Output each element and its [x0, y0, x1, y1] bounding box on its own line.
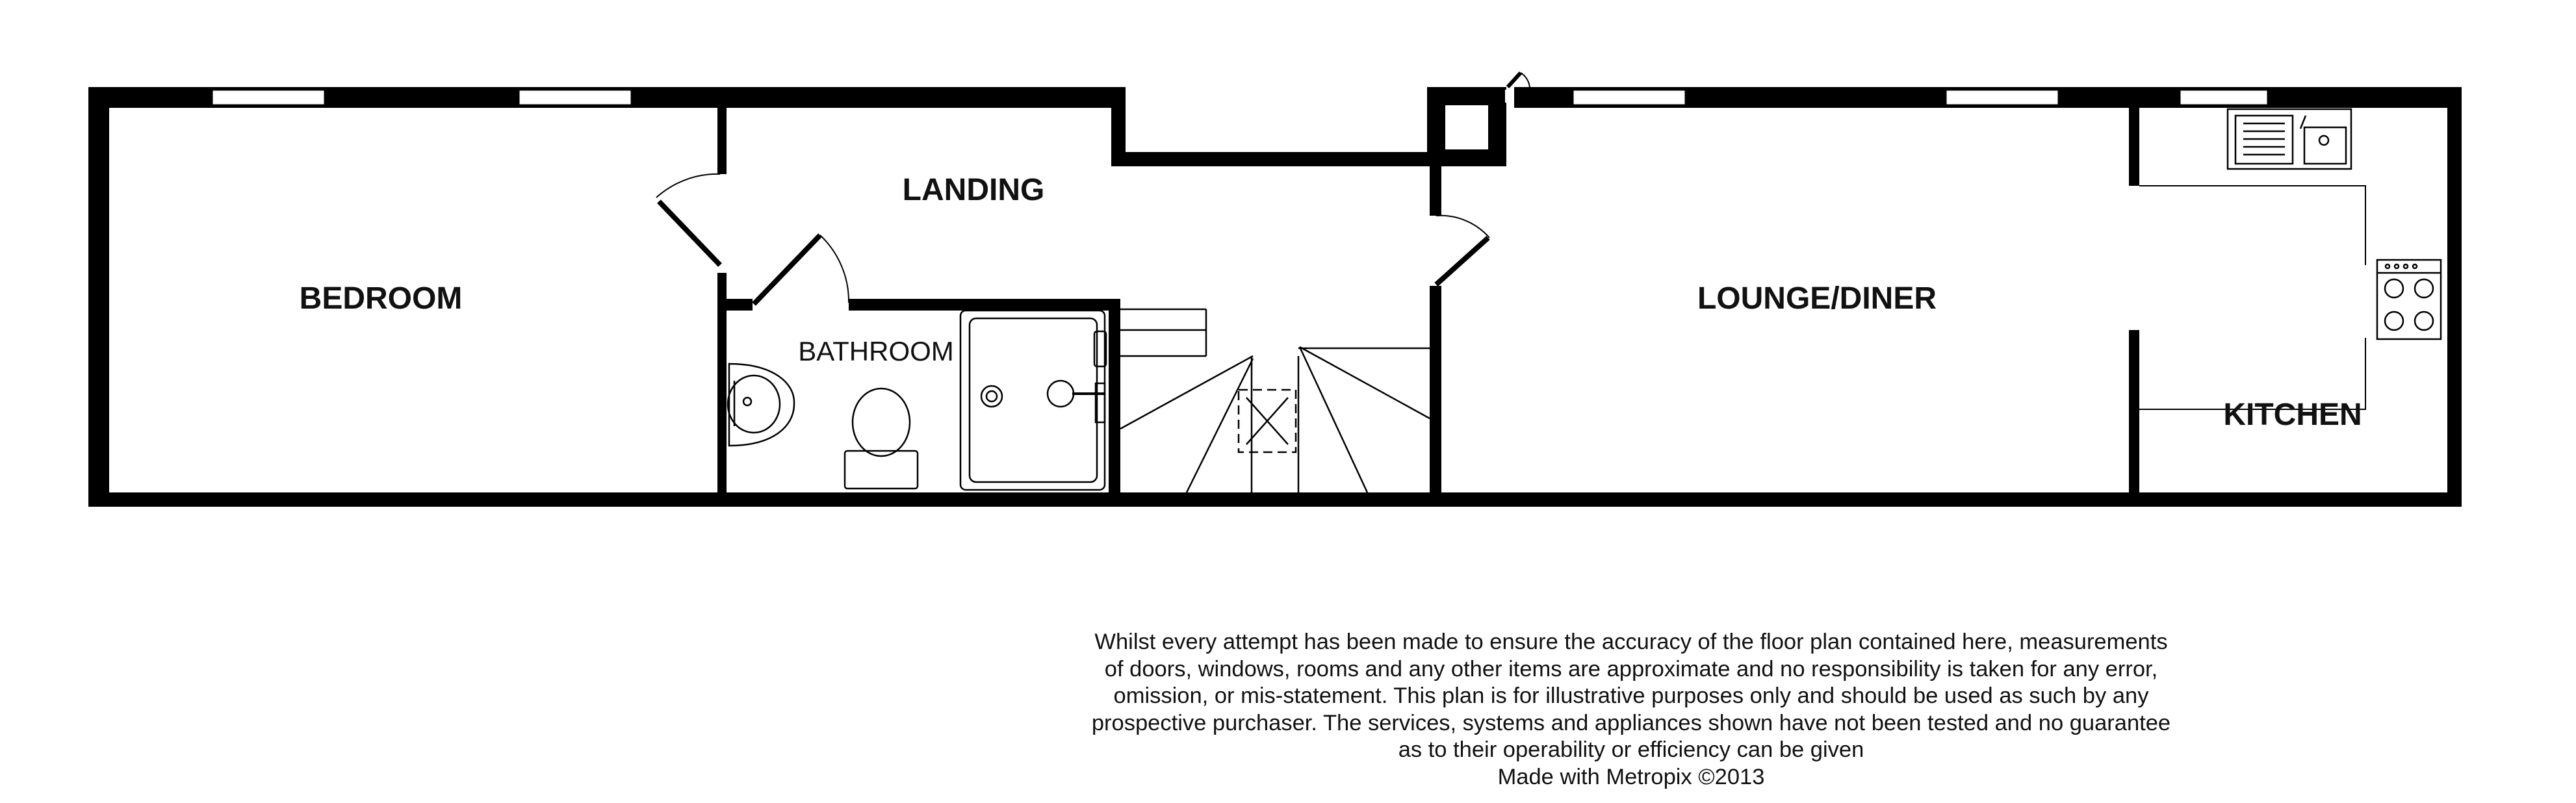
disclaimer-line: as to their operability or efficiency ca… — [1398, 737, 1864, 762]
window — [1944, 88, 2060, 107]
bathroom-door — [752, 233, 822, 306]
lounge-door — [1434, 236, 1490, 287]
window — [1571, 88, 1687, 107]
basin-icon — [727, 363, 795, 447]
hob-icon — [2376, 259, 2442, 340]
disclaimer-line: omission, or mis-statement. This plan is… — [1113, 683, 2149, 708]
outer-walls — [88, 87, 2462, 507]
bedroom-label: BEDROOM — [300, 281, 463, 316]
bedroom-door — [657, 199, 722, 267]
toilet-icon — [844, 387, 919, 490]
windows — [211, 88, 2269, 107]
sink-icon — [2226, 108, 2352, 170]
disclaimer: Whilst every attempt has been made to en… — [1040, 629, 2222, 791]
bathroom-label: BATHROOM — [798, 336, 954, 366]
front-door — [1505, 71, 1531, 103]
staircase-icon — [1120, 308, 1430, 493]
landing-label: LANDING — [903, 173, 1045, 207]
kitchen-label: KITCHEN — [2223, 398, 2362, 432]
shower-tray-icon — [959, 309, 1107, 491]
disclaimer-line: prospective purchaser. The services, sys… — [1091, 710, 2171, 735]
loft-hatch — [1237, 389, 1297, 453]
doors — [656, 173, 1490, 306]
credit: Made with Metropix ©2013 — [1497, 764, 1765, 789]
lounge-diner-label: LOUNGE/DINER — [1697, 281, 1937, 316]
window — [211, 88, 326, 107]
kitchen-worktop — [2139, 185, 2366, 410]
window — [517, 88, 633, 107]
window — [2178, 88, 2269, 107]
disclaimer-line: of doors, windows, rooms and any other i… — [1104, 656, 2158, 682]
disclaimer-line: Whilst every attempt has been made to en… — [1094, 630, 2168, 654]
